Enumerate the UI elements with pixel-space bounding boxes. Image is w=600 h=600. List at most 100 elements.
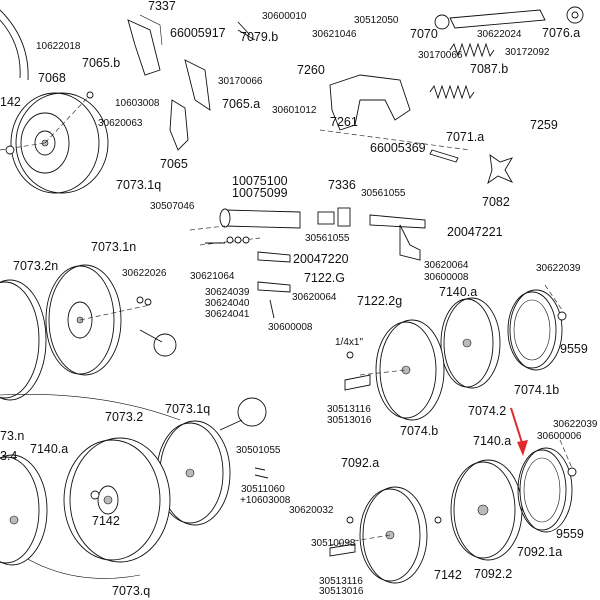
blade-7065-a [184, 59, 211, 111]
wheel-7073-1q-lower [156, 397, 269, 526]
part-label: 7142 [434, 568, 462, 582]
part-label: 66005369 [370, 141, 426, 155]
part-label: 7074.1b [514, 383, 559, 397]
part-label: 7140.a [439, 285, 477, 299]
wheel-7073-1q-top [0, 91, 109, 194]
part-label: 7092.1a [517, 545, 562, 559]
part-label: 7073.1q [116, 178, 161, 192]
part-label: 30624041 [205, 309, 250, 320]
part-label: 7122.G [304, 271, 345, 285]
part-label: 30513016 [327, 415, 372, 426]
part-label: 7092.a [341, 456, 379, 470]
part-label: 7122.2g [357, 294, 402, 308]
part-label: 9559 [556, 527, 584, 541]
wheel-7074-1b [507, 284, 567, 371]
part-label: 30600006 [537, 431, 582, 442]
part-label: 7336 [328, 178, 356, 192]
part-label: 7261 [330, 115, 358, 129]
part-label: 30513016 [319, 586, 364, 597]
part-label: 30170066 [418, 50, 463, 61]
part-label: 30601012 [272, 105, 317, 116]
part-label: 7073.q [112, 584, 150, 598]
part-label: 7068 [38, 71, 66, 85]
wheel-7073-1n [45, 264, 177, 376]
part-label: 30172092 [505, 47, 550, 58]
part-label: 20047220 [293, 252, 349, 266]
part-label: 7092.2 [474, 567, 512, 581]
part-label: 7087.b [470, 62, 508, 76]
part-label: 30620032 [289, 505, 334, 516]
spring-7259 [429, 84, 475, 100]
part-label: 30621064 [190, 271, 235, 282]
pin-7071-a [429, 149, 459, 163]
blade-7065-b [127, 14, 163, 76]
part-label: 7337 [148, 0, 176, 13]
part-label: 30507046 [150, 201, 195, 212]
part-label: 30513116 [319, 576, 363, 587]
wheel-7073-2n [0, 279, 47, 401]
part-label: 142 [0, 95, 21, 109]
wheel-7074-b [344, 319, 445, 421]
arm-66005369 [319, 74, 471, 151]
part-label: 7076.a [542, 26, 580, 40]
spring-7087-b [449, 42, 495, 58]
part-label: 30620064 [292, 292, 337, 303]
wheel-7068 [0, 9, 29, 81]
part-label: 7082 [482, 195, 510, 209]
part-label: 10075100 [232, 174, 288, 188]
part-label: 7073.1q [165, 402, 210, 416]
part-label: 30513116 [327, 404, 371, 415]
part-label: 7073.1n [91, 240, 136, 254]
part-label: 7140.a [30, 442, 68, 456]
part-label: 30600008 [424, 272, 469, 283]
wheel-7074-2 [440, 297, 501, 389]
part-label: 30621046 [312, 29, 357, 40]
part-label: 7073.2 [105, 410, 143, 424]
part-label: 10603008 [115, 98, 160, 109]
part-label: 30170066 [218, 76, 263, 87]
part-label: 7079.b [240, 30, 278, 44]
part-label: 30620064 [424, 260, 469, 271]
part-label: 7071.a [446, 130, 484, 144]
part-label: 30600008 [268, 322, 313, 333]
bracket-7070 [434, 6, 584, 30]
part-label: 30622026 [122, 268, 167, 279]
part-label: 10075099 [232, 186, 288, 200]
part-label: 30512050 [354, 15, 399, 26]
part-label: 30511060 [241, 484, 285, 495]
part-label: 73.n [0, 429, 24, 443]
part-label: 30561055 [305, 233, 350, 244]
part-label: 7074.2 [468, 404, 506, 418]
part-label: 30501055 [236, 445, 281, 456]
part-label: 7065.b [82, 56, 120, 70]
part-label: 9559 [560, 342, 588, 356]
part-label: 30624039 [205, 287, 250, 298]
part-label: 30600010 [262, 11, 307, 22]
part-label: 30622024 [477, 29, 522, 40]
part-label: 30622039 [553, 419, 598, 430]
part-label: 7074.b [400, 424, 438, 438]
part-label: 7142 [92, 514, 120, 528]
wheel-7092-a [329, 486, 442, 584]
wheel-7073-n-lower [0, 454, 48, 566]
part-label: 30620063 [98, 118, 143, 129]
part-label: 7073.2n [13, 259, 58, 273]
wheel-7092-2 [450, 459, 523, 561]
part-label: 66005917 [170, 26, 226, 40]
part-label: 7070 [410, 27, 438, 41]
wheel-7092-1a [517, 439, 577, 533]
bolt-30600010 [237, 21, 256, 41]
part-label: 7260 [297, 63, 325, 77]
part-label: 3.4 [0, 449, 17, 463]
part-label: 30561055 [361, 188, 406, 199]
part-label: 7065.a [222, 97, 260, 111]
highlight-arrow-icon [510, 407, 528, 456]
part-label: 7259 [530, 118, 558, 132]
part-label: 30622039 [536, 263, 581, 274]
wheel-7073-2 [63, 437, 171, 563]
part-label: 1/4x1" [335, 337, 363, 348]
part-label: 7065 [160, 157, 188, 171]
axle-assembly-7336 [189, 207, 426, 319]
